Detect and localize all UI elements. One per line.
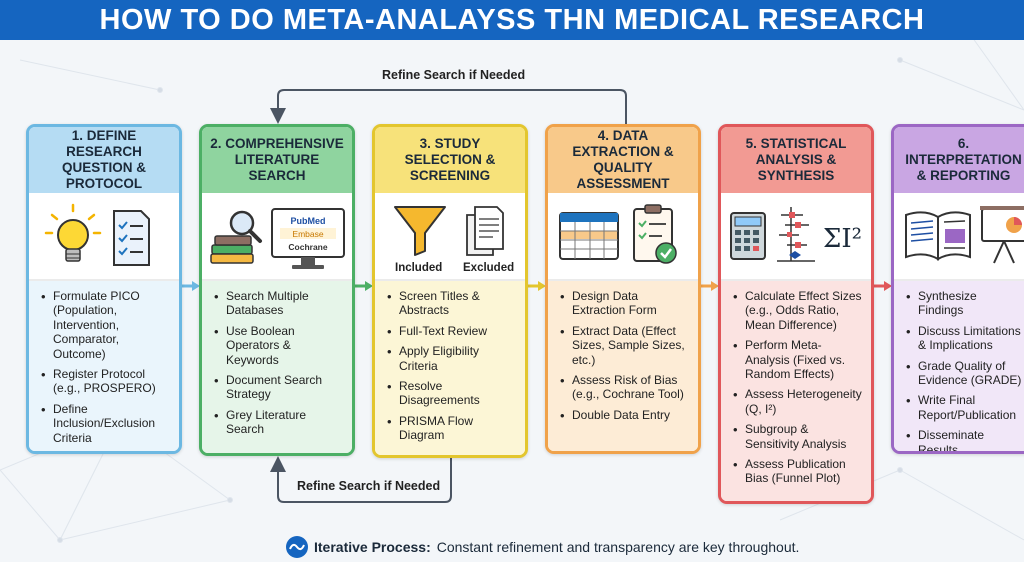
step-5-card: 5. Statistical Analysis & Synthesis	[718, 124, 874, 504]
documents-icon	[466, 206, 504, 256]
step-2-card: 2. Comprehensive Literature Search PubMe…	[199, 124, 355, 456]
refine-bottom-label: Refine Search if Needed	[297, 479, 441, 493]
footer-text: Constant refinement and transparency are…	[436, 539, 800, 555]
monitor-line: PubMed	[291, 216, 326, 226]
list-item: Apply Eligibility Criteria	[385, 344, 517, 373]
svg-text:ΣI²: ΣI²	[823, 224, 862, 254]
list-item: Screen Titles & Abstracts	[385, 289, 517, 318]
step-1-list: Formulate PICO (Population, Intervention…	[29, 281, 179, 451]
presentation-icon	[980, 206, 1024, 264]
excluded-label: Excluded	[463, 262, 515, 274]
list-item: Perform Meta-Analysis (Fixed vs. Random …	[731, 338, 863, 381]
list-item: Document Search Strategy	[212, 373, 344, 402]
lightbulb-icon	[44, 203, 102, 262]
page-title: HOW TO DO META-ANALAYSS THN MEDICAL RESE…	[99, 3, 925, 36]
step-4-list: Design Data Extraction Form Extract Data…	[548, 281, 698, 451]
list-item: Design Data Extraction Form	[558, 289, 690, 318]
forest-plot-icon	[777, 207, 815, 262]
step-4-heading: 4. Data Extraction & Quality Assessment	[548, 127, 698, 193]
list-item: Full-Text Review	[385, 324, 517, 340]
list-item: Discuss Limitations & Implications	[904, 324, 1024, 353]
list-item: Calculate Effect Sizes (e.g., Odds Ratio…	[731, 289, 863, 332]
clipboard-check-icon	[633, 204, 677, 264]
footer-note: Iterative Process: Constant refinement a…	[286, 536, 799, 558]
list-item: Double Data Entry	[558, 408, 690, 424]
list-item: Search Multiple Databases	[212, 289, 344, 318]
list-item: Disseminate Results	[904, 428, 1024, 451]
step-2-list: Search Multiple Databases Use Boolean Op…	[202, 281, 352, 453]
step-6-card: 6. Interpretation & Reporting Sy	[891, 124, 1024, 454]
step-3-heading: 3. Study Selection & Screening	[375, 127, 525, 193]
list-item: Subgroup & Sensitivity Analysis	[731, 422, 863, 451]
step-3-icons: Included Excluded	[375, 193, 525, 281]
step-4-card: 4. Data Extraction & Quality Assessment	[545, 124, 701, 454]
list-item: Extract Data (Effect Sizes, Sample Sizes…	[558, 324, 690, 367]
footer-bold-text: Iterative Process:	[314, 539, 431, 555]
list-item: Assess Publication Bias (Funnel Plot)	[731, 457, 863, 486]
sigma-i2-icon: ΣI²	[823, 224, 862, 254]
database-monitor-icon: PubMed Embase Cochrane	[271, 208, 345, 269]
list-item: Register Protocol (e.g., PROSPERO)	[39, 367, 171, 396]
step-5-icons: ΣI²	[721, 193, 871, 281]
refine-top-label: Refine Search if Needed	[382, 68, 526, 82]
included-label: Included	[395, 262, 443, 274]
checklist-icon	[113, 210, 150, 266]
calculator-icon	[730, 212, 766, 260]
title-bar: HOW TO DO META-ANALAYSS THN MEDICAL RESE…	[0, 0, 1024, 40]
list-item: Use Boolean Operators & Keywords	[212, 324, 344, 367]
list-item: Synthesize Findings	[904, 289, 1024, 318]
list-item: Assess Heterogeneity (Q, I²)	[731, 387, 863, 416]
step-1-card: 1. Define Research Question & Protocol	[26, 124, 182, 454]
list-item: Write Final Report/Publication	[904, 393, 1024, 422]
books-magnifier-icon	[210, 210, 262, 264]
list-item: Grade Quality of Evidence (GRADE)	[904, 359, 1024, 388]
monitor-line: Cochrane	[288, 242, 327, 252]
step-3-list: Screen Titles & Abstracts Full-Text Revi…	[375, 281, 525, 455]
step-6-heading: 6. Interpretation & Reporting	[894, 127, 1024, 193]
list-item: Assess Risk of Bias (e.g., Cochrane Tool…	[558, 373, 690, 402]
step-6-icons	[894, 193, 1024, 281]
step-3-card: 3. Study Selection & Screening Included …	[372, 124, 528, 458]
funnel-icon	[394, 206, 446, 256]
step-2-icons: PubMed Embase Cochrane	[202, 193, 352, 281]
list-item: Formulate PICO (Population, Intervention…	[39, 289, 171, 361]
step-1-icons	[29, 193, 179, 281]
list-item: Grey Literature Search	[212, 408, 344, 437]
step-5-heading: 5. Statistical Analysis & Synthesis	[721, 127, 871, 193]
step-2-heading: 2. Comprehensive Literature Search	[202, 127, 352, 193]
list-item: Resolve Disagreements	[385, 379, 517, 408]
step-1-heading: 1. Define Research Question & Protocol	[29, 127, 179, 193]
spreadsheet-icon	[559, 212, 619, 260]
step-5-list: Calculate Effect Sizes (e.g., Odds Ratio…	[721, 281, 871, 501]
step-6-list: Synthesize Findings Discuss Limitations …	[894, 281, 1024, 451]
monitor-line: Embase	[292, 229, 323, 239]
list-item: Define Inclusion/Exclusion Criteria	[39, 402, 171, 445]
list-item: PRISMA Flow Diagram	[385, 414, 517, 443]
process-wave-icon	[286, 536, 308, 558]
step-4-icons	[548, 193, 698, 281]
open-book-icon	[905, 211, 971, 261]
